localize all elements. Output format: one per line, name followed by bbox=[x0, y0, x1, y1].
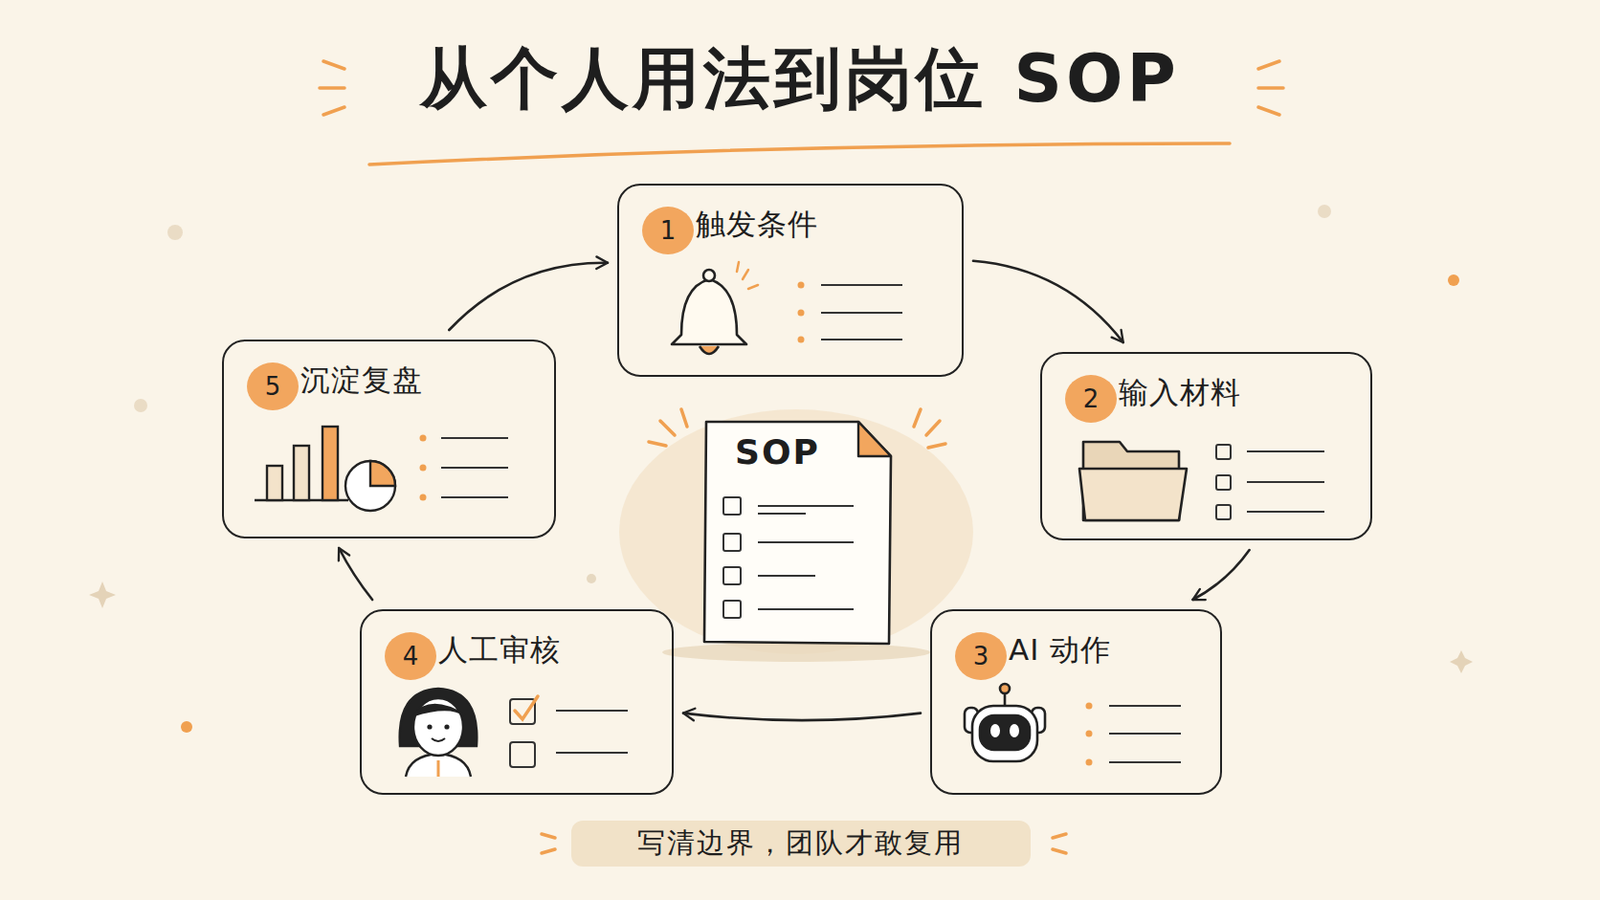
step-label: 人工审核 bbox=[438, 632, 561, 668]
callout-number: 5 bbox=[265, 374, 282, 400]
callout-number: 1 bbox=[660, 218, 677, 244]
flow-arrow bbox=[973, 261, 1124, 343]
callout-number: 4 bbox=[402, 644, 420, 669]
step-label: AI 动作 bbox=[1008, 632, 1112, 668]
flow-arrow bbox=[683, 713, 921, 721]
step-label: 触发条件 bbox=[695, 206, 819, 243]
flow-arrow bbox=[448, 263, 608, 331]
step-number: 5 bbox=[246, 362, 299, 411]
trigger-box: 触发条件 1 bbox=[617, 183, 964, 378]
retro-box: 沉淀复盘 5 bbox=[222, 339, 556, 539]
step-number: 3 bbox=[955, 632, 1007, 681]
callout-number: 3 bbox=[973, 644, 990, 669]
flow-arrow bbox=[1193, 550, 1250, 600]
step-label: 输入材料 bbox=[1118, 375, 1242, 411]
document-title: SOP bbox=[734, 431, 821, 473]
sop-document: SOP bbox=[700, 418, 895, 648]
step-number: 1 bbox=[642, 206, 694, 255]
input-box: 输入材料 2 bbox=[1040, 352, 1373, 541]
flow-arrow bbox=[338, 548, 373, 600]
ai-action-box: AI 动作 3 bbox=[930, 609, 1223, 796]
callout-number: 2 bbox=[1083, 386, 1100, 412]
caption: 写清边界，团队才敢复用 bbox=[0, 826, 1600, 861]
step-label: 沉淀复盘 bbox=[300, 362, 423, 399]
title: 从个人用法到岗位 SOP bbox=[0, 38, 1600, 119]
step-number: 2 bbox=[1065, 375, 1117, 423]
review-box: 人工审核 4 bbox=[359, 609, 674, 796]
step-number: 4 bbox=[384, 632, 437, 681]
